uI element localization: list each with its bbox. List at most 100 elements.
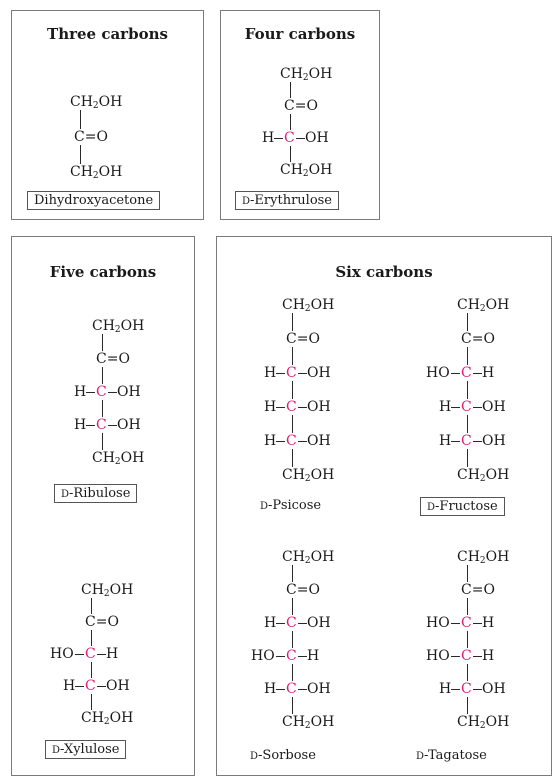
fischer-row: CH2OH — [282, 549, 335, 566]
chiral-carbon: C — [461, 365, 472, 381]
label-psicose: D-Psicose — [260, 498, 322, 513]
bond-horizontal — [451, 373, 460, 374]
label-dihydroxyacetone: Dihydroxyacetone — [27, 191, 161, 210]
bond-horizontal — [451, 441, 460, 442]
fischer-row: C=O — [286, 331, 320, 347]
label-sorbose: D-Sorbose — [250, 748, 316, 763]
bond-vertical — [291, 697, 293, 714]
fischer-row: CH2OH — [92, 450, 145, 467]
bond-horizontal — [75, 654, 84, 655]
fischer-row: C=O — [284, 98, 318, 114]
bond-vertical — [466, 449, 468, 467]
bond-horizontal — [274, 138, 283, 139]
bond-horizontal — [451, 623, 460, 624]
bond-horizontal — [298, 689, 307, 690]
bond-horizontal — [473, 373, 482, 374]
chiral-carbon: C — [286, 648, 297, 664]
bond-horizontal — [276, 656, 285, 657]
fischer-row: CH2OH — [282, 467, 335, 484]
bond-horizontal — [86, 425, 95, 426]
bond-vertical — [466, 415, 468, 433]
bond-horizontal — [298, 441, 307, 442]
chiral-carbon: C — [286, 365, 297, 381]
bond-horizontal — [86, 392, 95, 393]
bond-vertical — [101, 334, 103, 351]
bond-horizontal — [276, 623, 285, 624]
label-ribulose: D-Ribulose — [54, 484, 138, 503]
panel-title: Three carbons — [47, 25, 168, 43]
bond-vertical — [79, 145, 81, 164]
bond-vertical — [291, 347, 293, 365]
bond-horizontal — [298, 407, 307, 408]
bond-horizontal — [97, 654, 106, 655]
bond-vertical — [291, 449, 293, 467]
panel-title: Four carbons — [244, 25, 356, 43]
fischer-row: C=O — [96, 351, 130, 367]
panel-three-carbons: Three carbons — [11, 10, 204, 220]
bond-horizontal — [97, 686, 106, 687]
label-fructose: D-Fructose — [420, 497, 505, 516]
panel-five-carbons: Five carbons — [11, 236, 195, 776]
bond-vertical — [466, 313, 468, 331]
chiral-carbon: C — [286, 615, 297, 631]
chiral-carbon: C — [461, 681, 472, 697]
bond-horizontal — [473, 407, 482, 408]
panel-title: Five carbons — [49, 263, 157, 281]
bond-vertical — [289, 114, 291, 130]
chiral-carbon: C — [461, 615, 472, 631]
fischer-row: CH2OH — [457, 714, 510, 731]
bond-horizontal — [75, 686, 84, 687]
fischer-row: CH2OH — [457, 549, 510, 566]
panel-four-carbons: Four carbons — [220, 10, 380, 220]
bond-horizontal — [296, 138, 305, 139]
bond-vertical — [90, 694, 92, 710]
bond-horizontal — [451, 656, 460, 657]
fischer-row: C=O — [461, 331, 495, 347]
bond-horizontal — [298, 623, 307, 624]
bond-vertical — [466, 598, 468, 615]
bond-vertical — [466, 381, 468, 399]
chiral-carbon: C — [461, 433, 472, 449]
fischer-row: C=O — [286, 582, 320, 598]
fischer-row: C=O — [74, 129, 108, 145]
bond-horizontal — [298, 373, 307, 374]
bond-horizontal — [276, 441, 285, 442]
bond-vertical — [90, 598, 92, 614]
bond-vertical — [291, 415, 293, 433]
bond-vertical — [101, 367, 103, 384]
panel-title: Six carbons — [335, 263, 433, 281]
fischer-row: CH2OH — [457, 467, 510, 484]
bond-vertical — [466, 631, 468, 648]
label-erythrulose: D-Erythrulose — [235, 191, 340, 210]
fischer-row: CH2OH — [280, 162, 333, 179]
bond-horizontal — [473, 623, 482, 624]
bond-vertical — [466, 347, 468, 365]
fischer-row: CH2OH — [457, 297, 510, 314]
bond-vertical — [101, 433, 103, 450]
fischer-row: CH2OH — [70, 94, 123, 111]
bond-vertical — [291, 631, 293, 648]
bond-vertical — [90, 662, 92, 678]
fischer-row: CH2OH — [92, 318, 145, 335]
fischer-row: CH2OH — [81, 710, 134, 727]
chiral-carbon: C — [85, 678, 96, 694]
label-tagatose: D-Tagatose — [416, 748, 487, 763]
bond-vertical — [466, 664, 468, 681]
chiral-carbon: C — [96, 417, 107, 433]
bond-horizontal — [108, 425, 117, 426]
bond-horizontal — [473, 656, 482, 657]
bond-vertical — [291, 664, 293, 681]
bond-vertical — [291, 565, 293, 582]
bond-horizontal — [276, 373, 285, 374]
chiral-carbon: C — [85, 646, 96, 662]
chiral-carbon: C — [461, 648, 472, 664]
chiral-carbon: C — [284, 130, 295, 146]
fischer-row: C=O — [85, 614, 119, 630]
chiral-carbon: C — [461, 399, 472, 415]
chiral-carbon: C — [286, 681, 297, 697]
bond-vertical — [291, 313, 293, 331]
bond-vertical — [466, 565, 468, 582]
bond-horizontal — [451, 689, 460, 690]
fischer-row: CH2OH — [81, 582, 134, 599]
bond-horizontal — [276, 689, 285, 690]
